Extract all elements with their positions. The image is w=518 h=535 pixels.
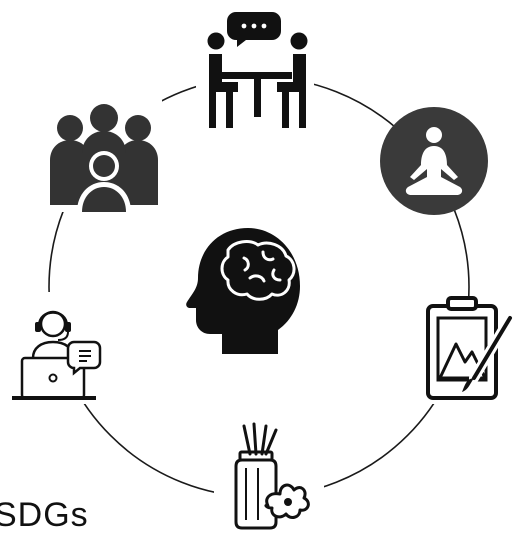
online-support-icon	[8, 292, 104, 404]
community-group-icon	[44, 100, 162, 212]
aroma-diffuser-icon	[214, 420, 324, 530]
brain-head-icon	[186, 228, 300, 354]
meeting-conversation-icon	[196, 2, 314, 137]
meditation-icon	[380, 107, 488, 215]
diagram-caption: SDGs	[0, 496, 89, 534]
art-painting-icon	[418, 296, 516, 404]
